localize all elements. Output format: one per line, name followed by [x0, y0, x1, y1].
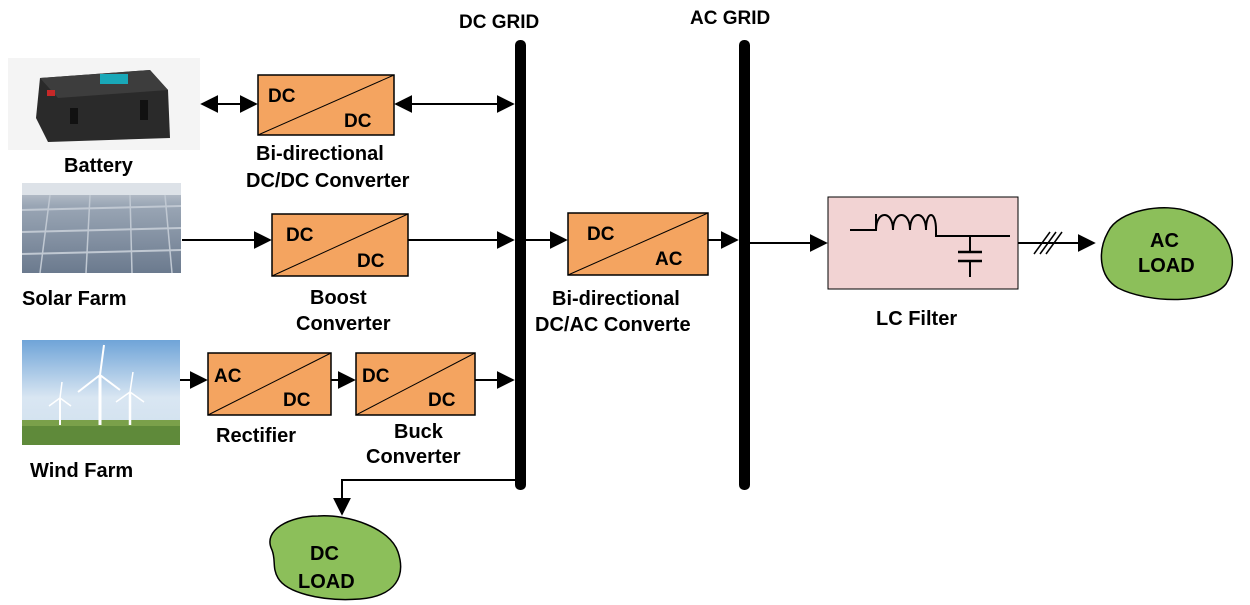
- buck-label-1: Buck: [394, 421, 444, 443]
- rectifier-label: Rectifier: [216, 425, 296, 447]
- buck-diagonal: [355, 352, 476, 416]
- dc-load-line2: LOAD: [298, 571, 355, 593]
- boost-top: DC: [286, 225, 314, 246]
- bidc-ac-label-1: Bi-directional: [552, 288, 680, 310]
- buck-bottom: DC: [428, 390, 456, 411]
- dc-load-line1: DC: [310, 543, 339, 565]
- boost-diagonal: [271, 213, 409, 277]
- rectifier-bottom: DC: [283, 390, 311, 411]
- dc-grid-bus: [515, 40, 526, 490]
- bidc-dc-diagonal: [257, 74, 395, 136]
- connections: [180, 95, 1096, 516]
- wind-farm-image: [22, 340, 180, 445]
- ac-load-line1: AC: [1150, 230, 1179, 252]
- solar-farm-image: [21, 183, 182, 274]
- dc-load: DC LOAD: [269, 515, 402, 601]
- boost-bottom: DC: [357, 251, 385, 272]
- inductor-symbol: [850, 214, 1010, 237]
- rectifier-top: AC: [214, 366, 242, 387]
- buck-top: DC: [362, 366, 390, 387]
- bidc-ac-label-2: DC/AC Converte: [535, 314, 691, 336]
- boost-converter: DC DC: [271, 213, 409, 277]
- bidc-ac-top: DC: [587, 224, 615, 245]
- bidirectional-dcac-converter: DC AC: [567, 212, 709, 276]
- lc-filter-box: [827, 196, 1019, 290]
- ac-grid-bus: [739, 40, 750, 490]
- lc-filter: [827, 196, 1019, 290]
- bidc-ac-diagonal: [567, 212, 709, 276]
- solar-farm-label: Solar Farm: [22, 288, 126, 310]
- ac-load-line2: LOAD: [1138, 255, 1195, 277]
- dc-grid-to-dc-load: [333, 479, 516, 516]
- bidc-dc-label-2: DC/DC Converter: [246, 170, 410, 192]
- wind-farm-label: Wind Farm: [30, 460, 133, 482]
- boost-label-2: Converter: [296, 313, 391, 335]
- bidc-dc-top: DC: [268, 86, 296, 107]
- buck-label-2: Converter: [366, 446, 461, 468]
- buck-converter: DC DC: [355, 352, 476, 416]
- boost-label-1: Boost: [310, 287, 367, 309]
- ac-grid-label: AC GRID: [690, 8, 770, 29]
- lc-filter-label: LC Filter: [876, 308, 957, 330]
- bidc-dc-bottom: DC: [344, 111, 372, 132]
- bidirectional-dcdc-converter: DC DC: [257, 74, 395, 136]
- bidc-ac-bottom: AC: [655, 249, 683, 270]
- battery-label: Battery: [64, 155, 134, 177]
- rectifier-diagonal: [207, 352, 332, 416]
- ac-load: AC LOAD: [1100, 207, 1234, 301]
- dc-load-blob: [269, 515, 402, 601]
- rectifier: AC DC: [207, 352, 332, 416]
- dc-grid-label: DC GRID: [459, 12, 539, 33]
- bidc-dc-label-1: Bi-directional: [256, 143, 384, 165]
- battery-image: [8, 58, 200, 150]
- three-phase-marks: [1033, 231, 1063, 255]
- ac-load-blob: [1100, 207, 1234, 301]
